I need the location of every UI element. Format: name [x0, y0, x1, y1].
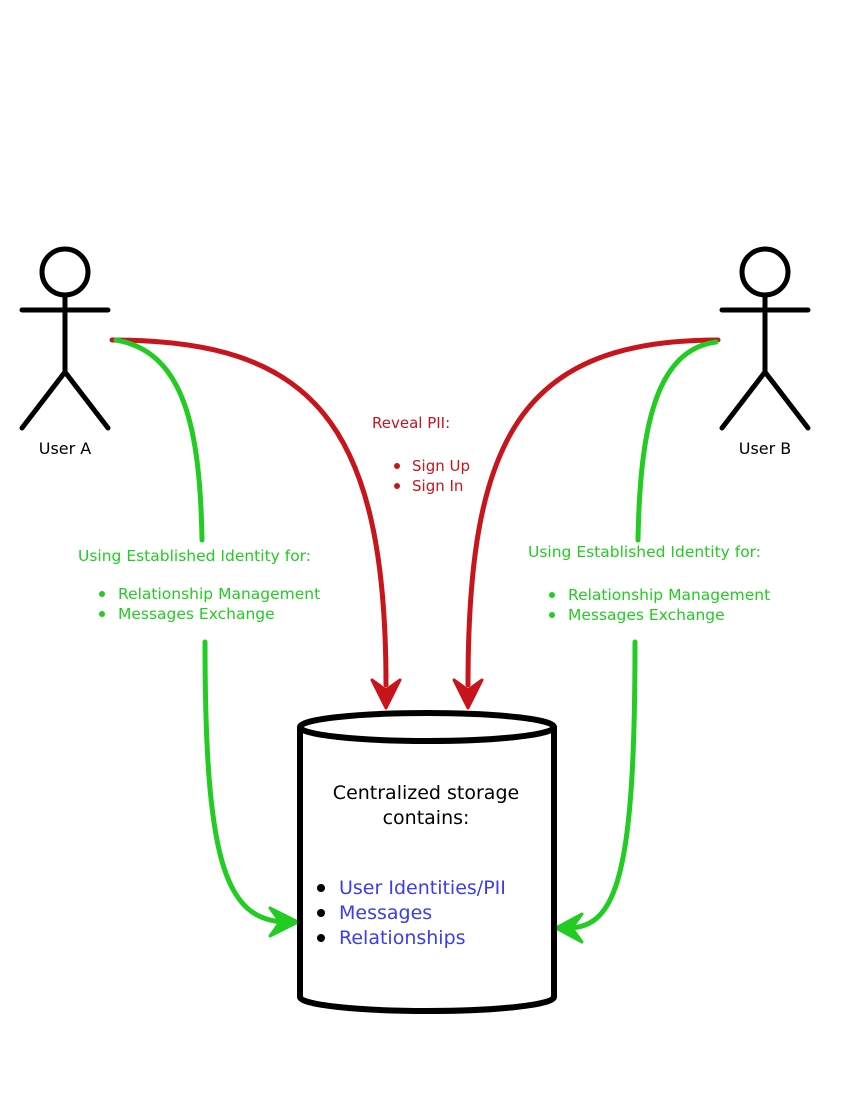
reveal-pii-item: Sign Up [412, 457, 470, 475]
identity-bullet [549, 612, 555, 618]
storage-bullet [317, 934, 325, 942]
reveal-arrowhead-a-icon [370, 678, 402, 710]
reveal-pii-item: Sign In [412, 477, 463, 495]
established-identity-annotation-a: Using Established Identity for: Relation… [78, 547, 320, 623]
user-a-right-leg [62, 369, 111, 431]
established-identity-item: Messages Exchange [568, 606, 725, 624]
user-b-figure [719, 246, 811, 431]
reveal-arrowhead-b-icon [452, 678, 484, 710]
user-a-label: User A [39, 439, 92, 458]
established-identity-annotation-b: Using Established Identity for: Relation… [528, 543, 770, 624]
user-a-left-leg [19, 369, 68, 431]
user-b-left-leg [719, 369, 768, 431]
reveal-arrow-user-b [465, 337, 721, 688]
established-identity-item: Messages Exchange [118, 605, 275, 623]
identity-arrowhead-a-icon [268, 906, 300, 938]
reveal-bullet-1 [394, 463, 400, 469]
identity-arrow-a-bottom [202, 639, 288, 925]
storage-cylinder [297, 710, 557, 1014]
storage-item: Messages [339, 902, 432, 924]
storage-bullet [317, 909, 325, 917]
identity-arrowhead-b-icon [554, 912, 584, 944]
storage-contents: Centralized storage contains: User Ident… [317, 782, 519, 949]
storage-title: contains: [383, 807, 470, 829]
storage-bullet [317, 884, 325, 892]
user-b-label: User B [739, 439, 792, 458]
storage-title: Centralized storage [333, 782, 519, 804]
storage-item: Relationships [339, 927, 466, 949]
reveal-arrow-user-a [109, 337, 389, 688]
storage-cylinder-body [297, 727, 557, 1014]
user-b-head [739, 246, 791, 298]
identity-bullet [99, 591, 105, 597]
established-identity-heading: Using Established Identity for: [78, 547, 311, 565]
identity-bullet [549, 592, 555, 598]
identity-arrows [113, 337, 719, 931]
identity-arrow-b-bottom [565, 639, 638, 931]
established-identity-item: Relationship Management [118, 585, 320, 603]
identity-arrow-b-top [635, 339, 719, 543]
user-b-right-leg [762, 369, 811, 431]
established-identity-item: Relationship Management [568, 586, 770, 604]
identity-bullet [99, 611, 105, 617]
reveal-bullet-2 [394, 483, 400, 489]
user-a-figure [19, 246, 111, 431]
identity-arrow-a-top [113, 337, 205, 543]
storage-cylinder-top [297, 710, 557, 744]
user-a-head [39, 246, 91, 298]
established-identity-heading: Using Established Identity for: [528, 543, 761, 561]
storage-item: User Identities/PII [339, 877, 506, 899]
reveal-pii-annotation: Reveal PII: Sign Up Sign In [372, 414, 470, 495]
reveal-pii-arrows [109, 337, 721, 688]
reveal-pii-heading: Reveal PII: [372, 414, 450, 432]
